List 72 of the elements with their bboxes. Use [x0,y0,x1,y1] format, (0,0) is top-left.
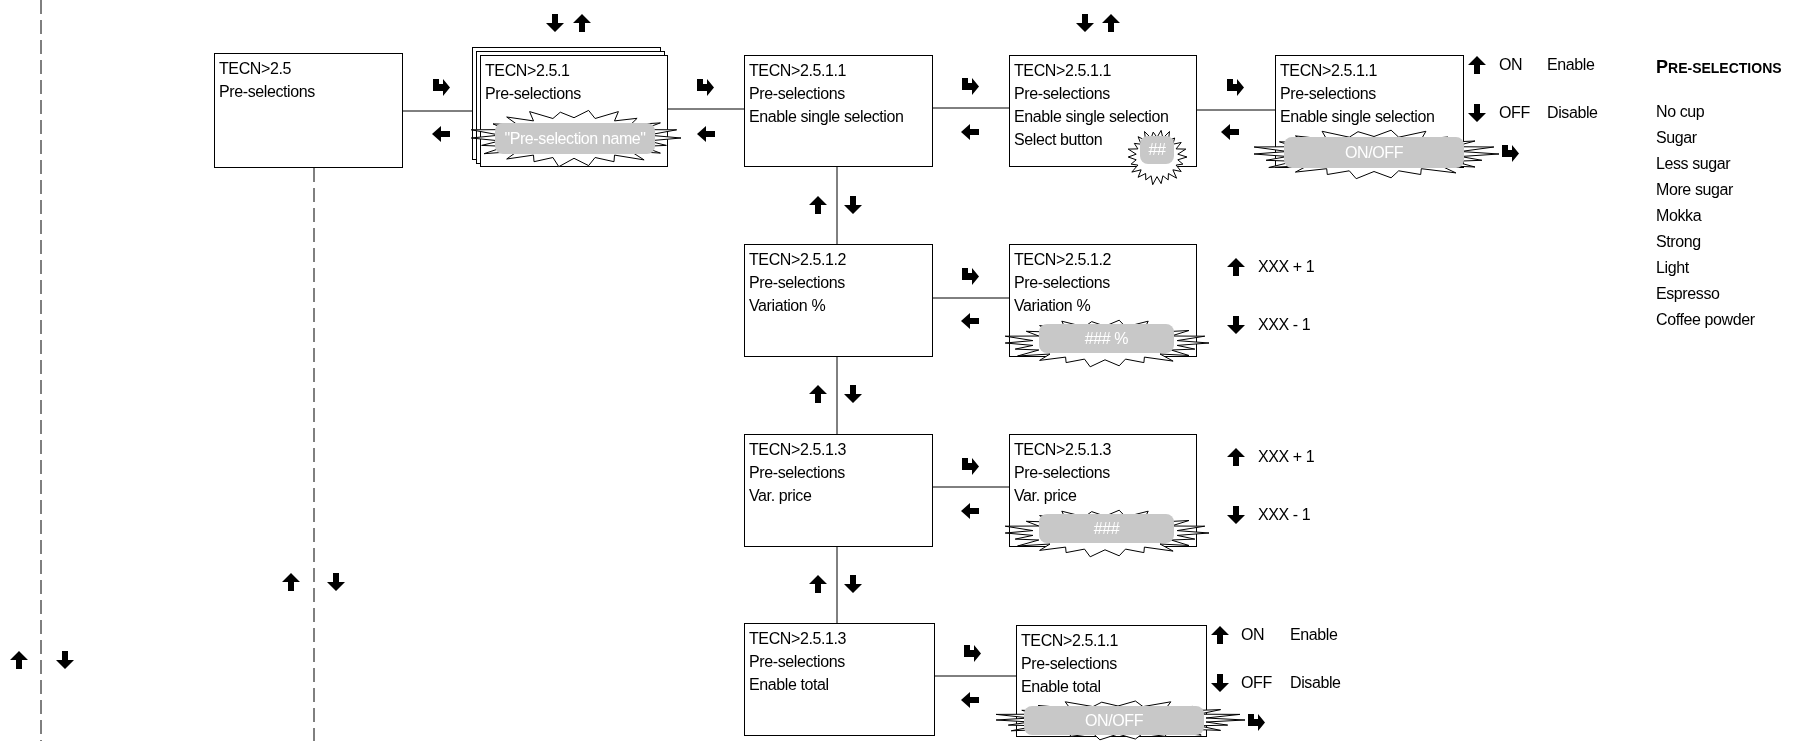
display-text-line: Enable single selection [1014,107,1169,127]
display-text-line: Enable single selection [1280,107,1435,127]
display-text-line: TECN>2.5.1.1 [1014,61,1112,81]
display-text-line: Enable single selection [749,107,904,127]
display-text-line: Pre-selections [485,84,581,104]
display-text-line: Variation % [749,296,826,316]
connector-line [667,108,745,110]
text-label: Sugar [1656,128,1697,148]
text-label: Coffee powder [1656,310,1755,330]
text-label: ON [1499,55,1523,75]
text-label: XXX + 1 [1258,257,1315,277]
display-text-line: TECN>2.5.1.3 [1014,440,1112,460]
display-text-line: Enable total [1021,677,1101,697]
display-text-line: Pre-selections [1014,463,1110,483]
connector-line [836,546,838,624]
text-label: Espresso [1656,284,1720,304]
display-text-line: TECN>2.5 [219,59,291,79]
display-text-line: Pre-selections [1280,84,1376,104]
text-label: More sugar [1656,180,1733,200]
display-text-line: Var. price [1014,486,1077,506]
menu-display-box [744,623,935,736]
menu-display-box [744,55,933,167]
connector-line [1196,109,1276,111]
display-value-pill: ### [1039,514,1174,543]
display-text-line: TECN>2.5.1.2 [749,250,847,270]
display-text-line: Pre-selections [1014,273,1110,293]
connector-line [934,675,1017,677]
text-label: XXX - 1 [1258,315,1311,335]
text-label: Enable [1290,625,1338,645]
text-label: ON [1241,625,1265,645]
connector-line [932,107,1010,109]
display-text-line: Pre-selections [219,82,315,102]
menu-display-box [214,53,403,168]
text-label: No cup [1656,102,1705,122]
text-label: XXX - 1 [1258,505,1311,525]
display-text-line: Pre-selections [1021,654,1117,674]
text-label: Enable [1547,55,1595,75]
display-value-pill: ## [1140,136,1174,164]
text-label: Mokka [1656,206,1702,226]
display-text-line: TECN>2.5.1.2 [1014,250,1112,270]
display-text-line: Pre-selections [749,652,845,672]
display-text-line: TECN>2.5.1.1 [1280,61,1378,81]
connector-line [932,297,1010,299]
display-text-line: Pre-selections [749,463,845,483]
text-label: Light [1656,258,1689,278]
dashed-connector [313,167,315,741]
connector-line [836,166,838,245]
display-text-line: Variation % [1014,296,1091,316]
display-text-line: TECN>2.5.1.3 [749,629,847,649]
text-label: XXX + 1 [1258,447,1315,467]
text-label: Disable [1290,673,1341,693]
display-text-line: Select button [1014,130,1103,150]
display-value-pill: ### % [1039,324,1174,353]
display-text-line: Var. price [749,486,812,506]
display-text-line: TECN>2.5.1 [485,61,570,81]
display-text-line: Pre-selections [749,84,845,104]
connector-line [836,356,838,435]
display-text-line: TECN>2.5.1.1 [1021,631,1119,651]
connector-line [932,486,1010,488]
text-label: Less sugar [1656,154,1731,174]
menu-display-box [744,244,933,357]
display-text-line: Pre-selections [1014,84,1110,104]
display-text-line: TECN>2.5.1.3 [749,440,847,460]
display-text-line: Enable total [749,675,829,695]
text-label: Disable [1547,103,1598,123]
display-text-line: TECN>2.5.1.1 [749,61,847,81]
text-label: OFF [1241,673,1272,693]
list-heading: PRE-SELECTIONS [1656,56,1782,79]
display-text-line: Pre-selections [749,273,845,293]
menu-display-box [744,434,933,547]
text-label: Strong [1656,232,1701,252]
text-label: OFF [1499,103,1530,123]
